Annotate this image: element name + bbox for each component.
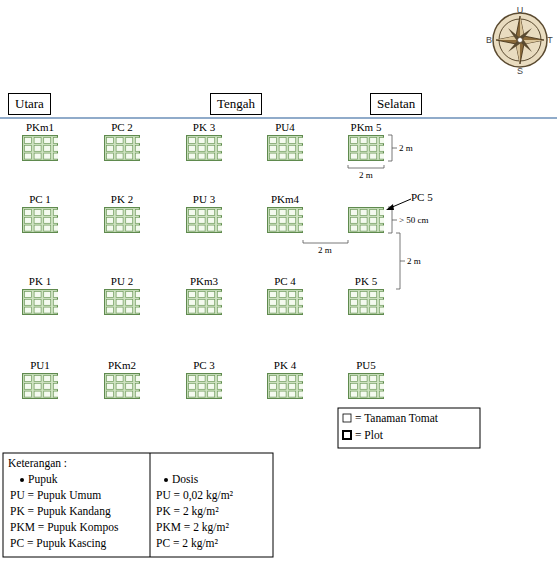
note-table [3, 453, 273, 557]
plot-grid [186, 135, 222, 161]
plot-label: PKm4 [271, 193, 299, 205]
plot-grid [267, 373, 303, 399]
plot-box: PU 2 [104, 289, 140, 315]
plot-label: PK 3 [193, 121, 215, 133]
plot-box: PU5 [348, 373, 384, 399]
plot-grid [22, 135, 58, 161]
plot-label: PK 1 [29, 275, 51, 287]
legend-text: = Plot [355, 429, 383, 442]
compass-letter: B [486, 34, 492, 47]
legend-text: = Tanaman Tomat [355, 412, 438, 425]
plot-grid [348, 373, 384, 399]
plot-label: PKm3 [190, 275, 218, 287]
table-cell: PK = 2 kg/m² [156, 505, 219, 518]
column-heading: Pupuk [28, 473, 57, 486]
dimension-label: 2 m [317, 244, 333, 257]
plot-box: PKm 5 [348, 135, 384, 161]
table-heading: Keterangan : [8, 457, 67, 470]
plot-label: PU4 [275, 121, 295, 133]
dimension-label: > 50 cm [398, 214, 430, 227]
plot-label: PU1 [30, 359, 50, 371]
plot-label: PU 2 [111, 275, 133, 287]
plot-grid [186, 289, 222, 315]
plot-box: PK 1 [22, 289, 58, 315]
plot-grid [348, 289, 384, 315]
table-cell: PKM = Pupuk Kompos [10, 521, 118, 534]
plot-label: PC 1 [29, 193, 51, 205]
plot-box: PK 2 [104, 207, 140, 233]
plot-box: PC 3 [186, 373, 222, 399]
plot-label: PU5 [356, 359, 376, 371]
plot-grid [348, 207, 384, 233]
plot-grid [104, 207, 140, 233]
region-box: Tengah [210, 93, 262, 115]
plot-box: PKm3 [186, 289, 222, 315]
plot-box: PK 5 [348, 289, 384, 315]
region-box: Utara [8, 93, 51, 115]
dimension-marks [303, 135, 405, 289]
plot-label: PKm2 [108, 359, 136, 371]
bullet [164, 478, 168, 482]
plot-grid [267, 135, 303, 161]
table-cell: PKM = 2 kg/m² [156, 521, 229, 534]
plot-box: PU4 [267, 135, 303, 161]
compass-letter: U [517, 4, 524, 17]
dimension-label: 2 m [398, 142, 414, 155]
plot-label: PK 2 [111, 193, 133, 205]
plot-label: PU 3 [193, 193, 215, 205]
field-line [0, 117, 557, 119]
plot-grid [186, 207, 222, 233]
plot-box: PKm2 [104, 373, 140, 399]
table-cell: PU = 0,02 kg/m² [156, 489, 233, 502]
legend-box [338, 408, 480, 448]
plot-box: PKm4 [267, 207, 303, 233]
plot-label: PC 2 [111, 121, 133, 133]
plot-box: PU 3 [186, 207, 222, 233]
plot-box: PC 5 [348, 207, 384, 233]
table-cell: PK = Pupuk Kandang [10, 505, 111, 518]
plot-grid [104, 373, 140, 399]
plot-label: PK 5 [355, 275, 377, 287]
plot-grid [104, 289, 140, 315]
dimension-label: 2 m [358, 169, 374, 182]
region-name: Selatan [377, 96, 415, 111]
plot-label: PK 4 [274, 359, 296, 371]
table-divider [150, 453, 151, 557]
table-cell: PU = Pupuk Umum [10, 489, 101, 502]
region-name: Tengah [217, 96, 255, 111]
region-box: Selatan [370, 93, 422, 115]
plot-box: PK 3 [186, 135, 222, 161]
leader-arrow [386, 199, 411, 210]
compass-rose [493, 13, 547, 67]
plot-box: PU1 [22, 373, 58, 399]
bullet [20, 478, 24, 482]
plot-grid [267, 207, 303, 233]
dimension-label: 2 m [406, 255, 422, 268]
column-heading: Dosis [172, 473, 198, 486]
plot-grid [186, 373, 222, 399]
compass-letter: S [517, 65, 523, 78]
plot-grid [22, 373, 58, 399]
tomato-sample [343, 414, 351, 422]
plot-grid [348, 135, 384, 161]
plot-grid [267, 289, 303, 315]
plot-box: PC 2 [104, 135, 140, 161]
plot-label: PC 5 [411, 191, 433, 203]
plot-label: PKm 5 [351, 121, 382, 133]
region-name: Utara [15, 96, 44, 111]
plot-box: PC 1 [22, 207, 58, 233]
plot-box: PC 4 [267, 289, 303, 315]
table-cell: PC = 2 kg/m² [156, 537, 218, 550]
plot-label: PC 4 [274, 275, 296, 287]
plot-label: PC 3 [193, 359, 215, 371]
plot-grid [22, 289, 58, 315]
plot-grid [22, 207, 58, 233]
plot-box: PKm1 [22, 135, 58, 161]
plot-grid [104, 135, 140, 161]
plot-label: PKm1 [26, 121, 54, 133]
plot-box: PK 4 [267, 373, 303, 399]
table-cell: PC = Pupuk Kascing [10, 537, 106, 550]
plot-sample [343, 431, 351, 439]
compass-letter: T [547, 34, 553, 47]
